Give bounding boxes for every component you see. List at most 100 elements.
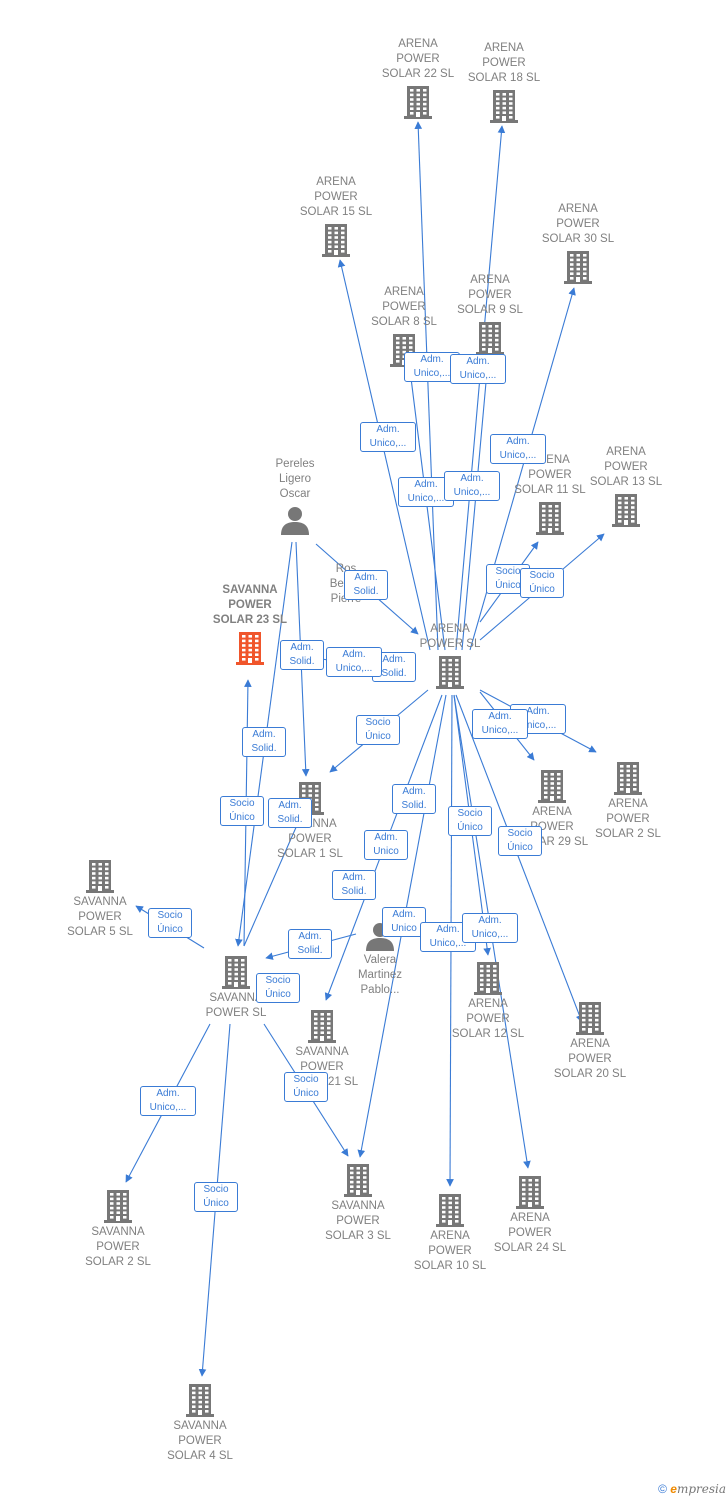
node-label: ARENA POWER SOLAR 15 SL [299, 176, 373, 218]
building-icon [86, 860, 114, 893]
node-label: ARENA POWER SOLAR 13 SL [589, 446, 663, 488]
node-s5[interactable]: SAVANNA POWER SOLAR 5 SL [45, 859, 155, 940]
edge-label-15[interactable]: Adm. Solid. [242, 727, 286, 757]
node-label: ARENA POWER SL [419, 623, 481, 650]
copyright-symbol: © [658, 1482, 667, 1496]
edge-label-9[interactable]: Adm. Solid. [280, 640, 324, 670]
node-a29[interactable]: ARENA POWER SOLAR 29 SL [497, 769, 607, 850]
node-label: SAVANNA POWER SOLAR 23 SL [212, 584, 288, 626]
building-icon [404, 86, 432, 119]
node-a12[interactable]: ARENA POWER SOLAR 12 SL [433, 961, 543, 1042]
node-label: ARENA POWER SOLAR 24 SL [493, 1212, 567, 1254]
node-label: ARENA POWER SOLAR 2 SL [595, 798, 661, 840]
building-icon [222, 956, 250, 989]
node-label: ARENA POWER SOLAR 8 SL [371, 286, 437, 328]
node-label: SAVANNA POWER SOLAR 3 SL [325, 1200, 391, 1242]
node-a10[interactable]: ARENA POWER SOLAR 10 SL [395, 1193, 505, 1274]
edge-5 [461, 359, 492, 651]
node-label: ARENA POWER SOLAR 22 SL [381, 38, 455, 80]
edge-label-14[interactable]: Socio Único [356, 715, 400, 745]
building-icon [576, 1002, 604, 1035]
edge-label-8[interactable]: Adm. Solid. [344, 570, 388, 600]
node-a20[interactable]: ARENA POWER SOLAR 20 SL [535, 1001, 645, 1082]
edge-label-20[interactable]: Socio Único [498, 826, 542, 856]
node-a13[interactable]: ARENA POWER SOLAR 13 SL [571, 445, 681, 527]
node-valera[interactable]: Valera Martinez Pablo... [325, 921, 435, 998]
node-label: SAVANNA POWER SL [205, 992, 267, 1019]
edge-label-23[interactable]: Socio Único [148, 908, 192, 938]
edge-label-1[interactable]: Adm. Unico,... [450, 354, 506, 384]
edge-10 [455, 694, 584, 1023]
edge-label-19[interactable]: Socio Único [448, 806, 492, 836]
edge-label-11[interactable]: Adm. Unico,... [326, 647, 382, 677]
footer-brand[interactable]: © empresia [658, 1482, 726, 1496]
building-icon [322, 224, 350, 257]
node-center[interactable]: ARENA POWER SL [395, 622, 505, 689]
edge-label-17[interactable]: Socio Único [220, 796, 264, 826]
building-icon [490, 90, 518, 123]
node-a2[interactable]: ARENA POWER SOLAR 2 SL [573, 761, 683, 842]
node-a30[interactable]: ARENA POWER SOLAR 30 SL [523, 202, 633, 284]
person-icon [281, 507, 309, 535]
building-icon [236, 632, 264, 665]
node-spower[interactable]: SAVANNA POWER SL [181, 955, 291, 1021]
edge-label-3[interactable]: Adm. Unico,... [490, 434, 546, 464]
node-s2[interactable]: SAVANNA POWER SOLAR 2 SL [63, 1189, 173, 1270]
node-label: ARENA POWER SOLAR 10 SL [413, 1230, 487, 1272]
edge-label-26[interactable]: Adm. Unico,... [462, 913, 518, 943]
edge-label-31[interactable]: Socio Único [194, 1182, 238, 1212]
building-icon [516, 1176, 544, 1209]
edge-label-5[interactable]: Adm. Unico,... [444, 471, 500, 501]
edge-1 [455, 125, 506, 651]
node-label: ARENA POWER SOLAR 30 SL [541, 203, 615, 245]
edge-label-30[interactable]: Adm. Unico,... [140, 1086, 196, 1116]
node-a22[interactable]: ARENA POWER SOLAR 22 SL [363, 37, 473, 119]
node-label: SAVANNA POWER SOLAR 4 SL [167, 1420, 233, 1462]
building-icon [344, 1164, 372, 1197]
brand-e-logo: e [670, 1482, 677, 1496]
edge-label-21[interactable]: Adm. Unico [364, 830, 408, 860]
node-s4[interactable]: SAVANNA POWER SOLAR 4 SL [145, 1383, 255, 1464]
edge-label-13[interactable]: Adm. Unico,... [472, 709, 528, 739]
edge-label-22[interactable]: Adm. Solid. [332, 870, 376, 900]
building-icon [186, 1384, 214, 1417]
node-label: Pereles Ligero Oscar [275, 458, 315, 500]
edge-label-29[interactable]: Socio Único [284, 1072, 328, 1102]
node-a15[interactable]: ARENA POWER SOLAR 15 SL [281, 175, 391, 257]
building-icon [612, 494, 640, 527]
building-icon [536, 502, 564, 535]
edge-label-27[interactable]: Adm. Solid. [288, 929, 332, 959]
node-label: ARENA POWER SOLAR 12 SL [451, 998, 525, 1040]
edge-label-18[interactable]: Adm. Solid. [268, 798, 312, 828]
building-icon [104, 1190, 132, 1223]
node-a24[interactable]: ARENA POWER SOLAR 24 SL [475, 1175, 585, 1256]
node-s23[interactable]: SAVANNA POWER SOLAR 23 SL [195, 583, 305, 665]
building-icon [476, 322, 504, 355]
building-icon [614, 762, 642, 795]
node-s21[interactable]: SAVANNA POWER SOLAR 21 SL [267, 1009, 377, 1090]
node-label: ARENA POWER SOLAR 18 SL [467, 42, 541, 84]
building-icon [564, 251, 592, 284]
building-icon [308, 1010, 336, 1043]
edge-label-2[interactable]: Adm. Unico,... [360, 422, 416, 452]
node-a9[interactable]: ARENA POWER SOLAR 9 SL [435, 273, 545, 355]
node-label: SAVANNA POWER SOLAR 2 SL [85, 1226, 151, 1268]
node-label: ARENA POWER SOLAR 20 SL [553, 1038, 627, 1080]
node-pereles[interactable]: Pereles Ligero Oscar [240, 457, 350, 535]
edge-label-16[interactable]: Adm. Solid. [392, 784, 436, 814]
node-s3[interactable]: SAVANNA POWER SOLAR 3 SL [303, 1163, 413, 1244]
building-icon [474, 962, 502, 995]
building-icon [436, 1194, 464, 1227]
brand-name: mpresia [676, 1482, 726, 1496]
edge-0 [414, 121, 439, 651]
node-label: Valera Martinez Pablo... [357, 954, 403, 996]
edge-label-28[interactable]: Socio Único [256, 973, 300, 1003]
node-label: ARENA POWER SOLAR 9 SL [457, 274, 523, 316]
edge-label-7[interactable]: Socio Único [520, 568, 564, 598]
building-icon [538, 770, 566, 803]
edge-4 [407, 369, 446, 651]
edge-label-24[interactable]: Adm. Unico [382, 907, 426, 937]
node-label: SAVANNA POWER SOLAR 5 SL [67, 896, 133, 938]
node-a18[interactable]: ARENA POWER SOLAR 18 SL [449, 41, 559, 123]
